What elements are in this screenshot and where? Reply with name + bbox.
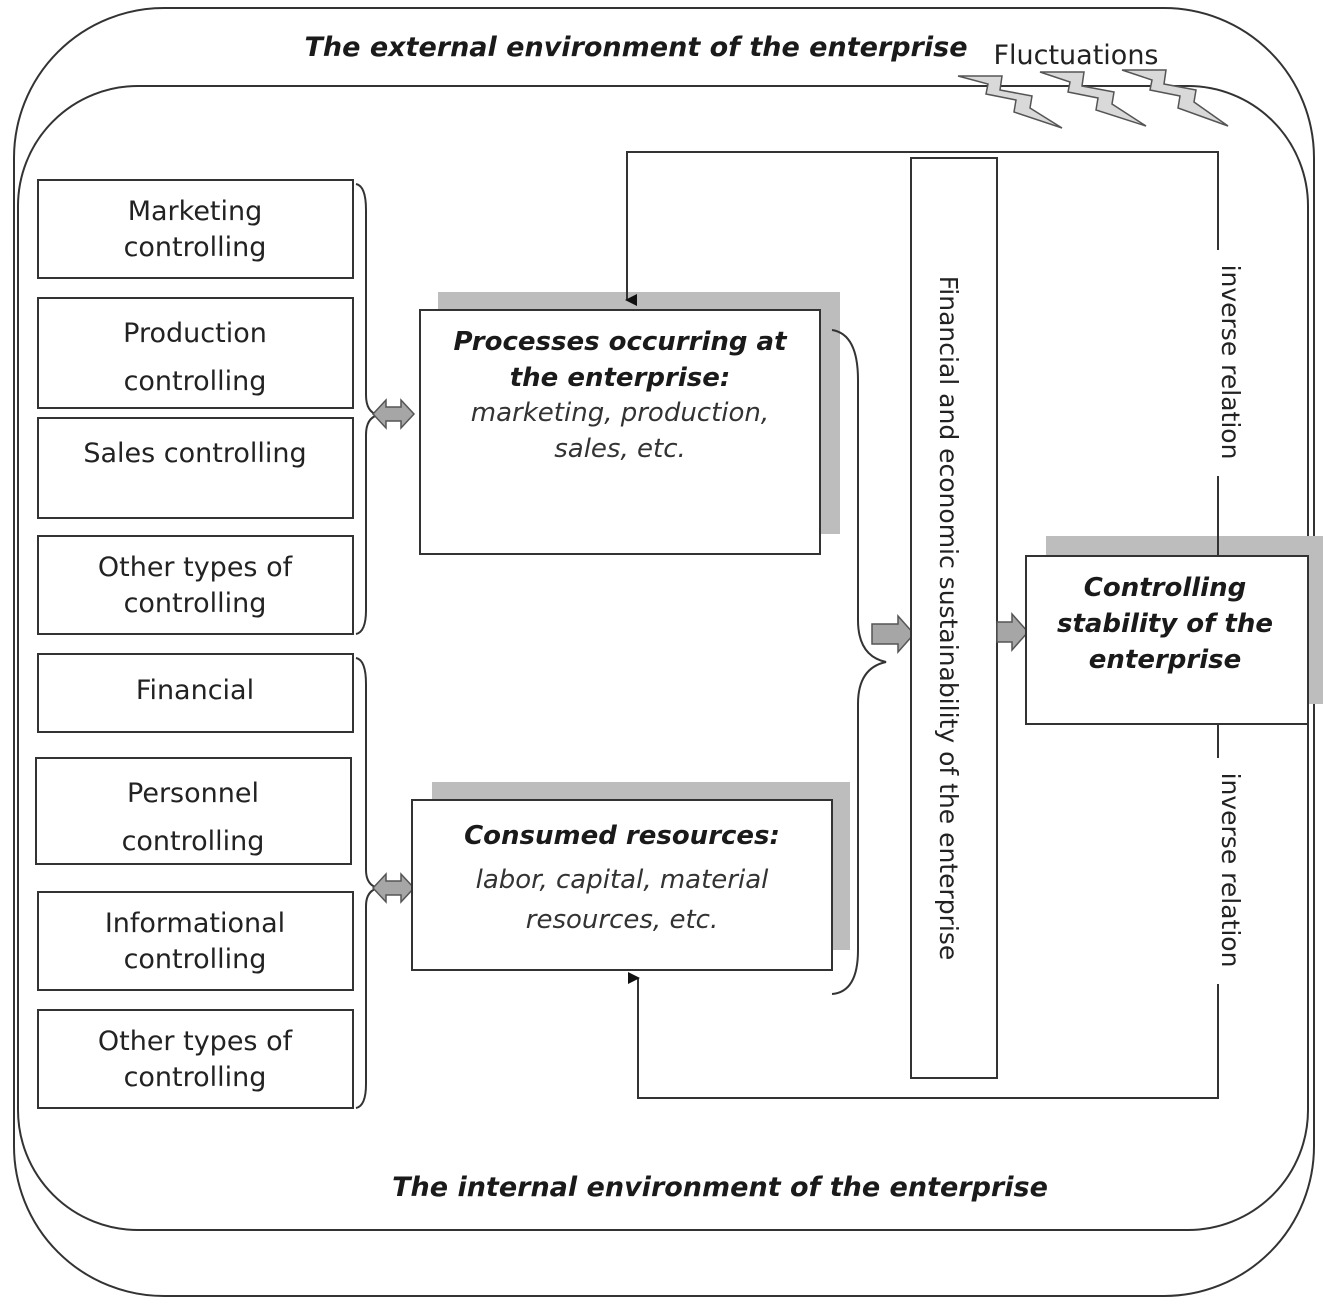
controlling-box-label: Sales controlling — [83, 438, 306, 469]
resources-description: resources, etc. — [526, 905, 718, 935]
upper-group-brace — [355, 183, 379, 635]
controlling-box-label: controlling — [122, 826, 265, 857]
controlling-box-label: Financial — [136, 675, 254, 706]
controlling-box-label: Marketing — [128, 196, 263, 227]
controlling-box-label: Other types of — [98, 552, 294, 583]
internal-environment-title: The internal environment of the enterpri… — [392, 1172, 1048, 1203]
controlling-box-label: controlling — [124, 944, 267, 975]
controlling-box-label: controlling — [124, 232, 267, 263]
processes-title: the enterprise: — [510, 363, 731, 393]
fluctuation-bolt-icon — [1121, 69, 1229, 127]
controlling-box-label: controlling — [124, 366, 267, 397]
controlling-box-label: Personnel — [127, 778, 259, 809]
controlling-box-label: Other types of — [98, 1026, 294, 1057]
stability-title: Controlling — [1084, 573, 1246, 603]
lower-group-brace — [355, 657, 379, 1109]
sustainability-label: Financial and economic sustainability of… — [934, 276, 963, 961]
stability-title: enterprise — [1089, 645, 1241, 675]
resources-description: labor, capital, material — [476, 865, 770, 895]
processes-box: Processes occurring at the enterprise: m… — [419, 292, 840, 555]
controlling-box: Other types of controlling — [37, 1009, 354, 1109]
inverse-relation-label-top: inverse relation — [1216, 265, 1245, 460]
controlling-box: Marketing controlling — [37, 179, 354, 279]
controlling-box: Sales controlling — [37, 417, 354, 519]
controlling-boxes-group: Marketing controlling Production control… — [35, 179, 354, 1109]
processes-description: sales, etc. — [554, 434, 686, 464]
controlling-box-label: Production — [123, 318, 267, 349]
controlling-box: Production controlling — [37, 297, 354, 409]
resources-title: Consumed resources: — [464, 821, 780, 851]
processes-description: marketing, production, — [471, 398, 769, 428]
controlling-box: Other types of controlling — [37, 535, 354, 635]
double-arrow-icon — [371, 872, 416, 904]
stability-title: stability of the — [1057, 609, 1273, 639]
controlling-box-label: controlling — [124, 1062, 267, 1093]
fluctuation-bolt-icon — [1039, 71, 1147, 127]
controlling-box: Informational controlling — [37, 891, 354, 991]
double-arrow-icon — [371, 398, 416, 430]
right-arrow-icon — [871, 614, 916, 654]
stability-box: Controlling stability of the enterprise — [1025, 536, 1323, 725]
inverse-relation-label-bottom: inverse relation — [1216, 773, 1245, 968]
processes-title: Processes occurring at — [454, 327, 789, 357]
fluctuations-label: Fluctuations — [993, 40, 1158, 71]
resources-box: Consumed resources: labor, capital, mate… — [411, 782, 850, 971]
center-group-brace — [831, 329, 887, 995]
controlling-box-label: Informational — [105, 908, 285, 939]
controlling-box: Financial — [37, 653, 354, 733]
right-arrow-icon — [996, 612, 1030, 652]
controlling-box: Personnel controlling — [35, 757, 352, 865]
fluctuation-bolt-icon — [957, 75, 1063, 129]
controlling-box-label: controlling — [124, 588, 267, 619]
sustainability-column: Financial and economic sustainability of… — [910, 157, 998, 1079]
external-environment-title: The external environment of the enterpri… — [304, 32, 967, 63]
